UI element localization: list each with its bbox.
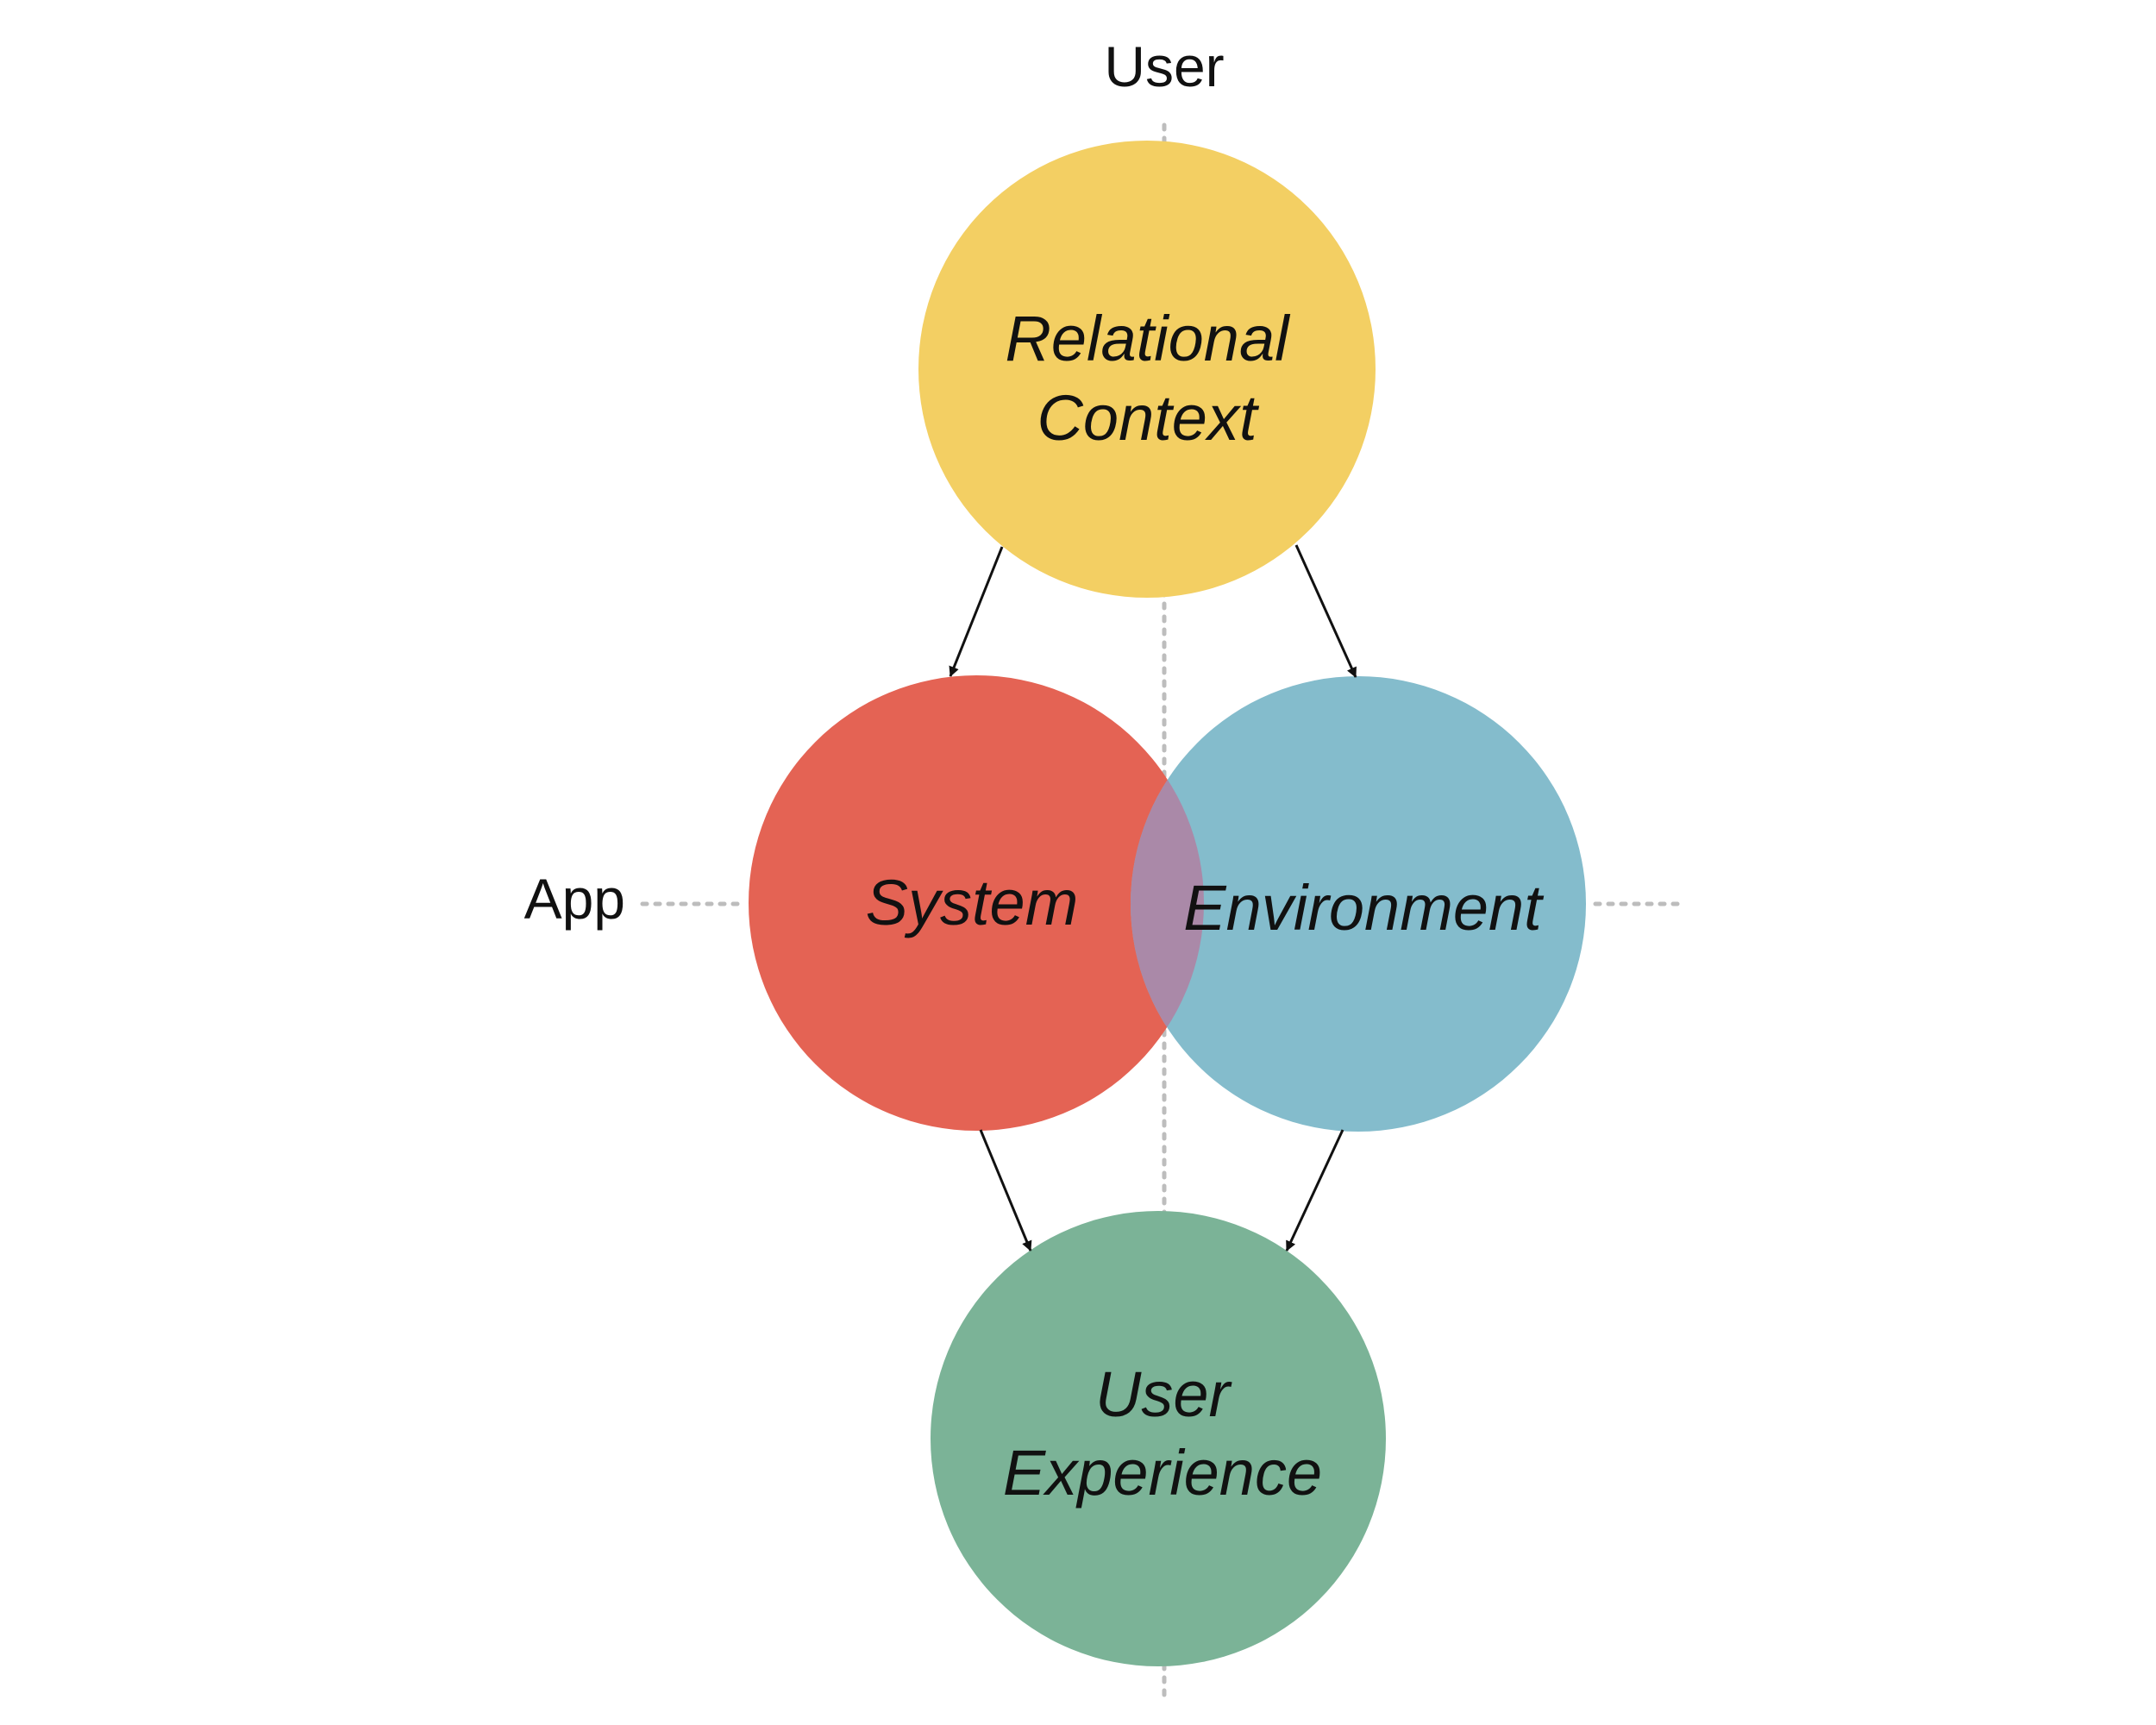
- relational-context-label-line1: Relational: [1005, 303, 1291, 374]
- arrow-relational-to-environment: [1294, 544, 1357, 678]
- arrow-environment-to-user-experience: [1285, 1129, 1344, 1251]
- environment-label: Environment: [1183, 872, 1545, 944]
- arrow-relational-to-system: [949, 546, 1004, 677]
- arrow-system-to-user-experience: [979, 1129, 1032, 1251]
- user-experience-label-line2: Experience: [1003, 1437, 1322, 1509]
- user-experience-label-line1: User: [1095, 1358, 1233, 1430]
- relational-context-circle: [918, 141, 1376, 598]
- user-axis-label: User: [1104, 34, 1224, 98]
- environment-circle: [1131, 676, 1586, 1132]
- system-circle: [749, 675, 1204, 1131]
- user-experience-circle: [931, 1211, 1386, 1666]
- relational-context-label-line2: Context: [1037, 382, 1259, 454]
- app-axis-label: App: [524, 867, 625, 931]
- system-label: System: [866, 867, 1079, 938]
